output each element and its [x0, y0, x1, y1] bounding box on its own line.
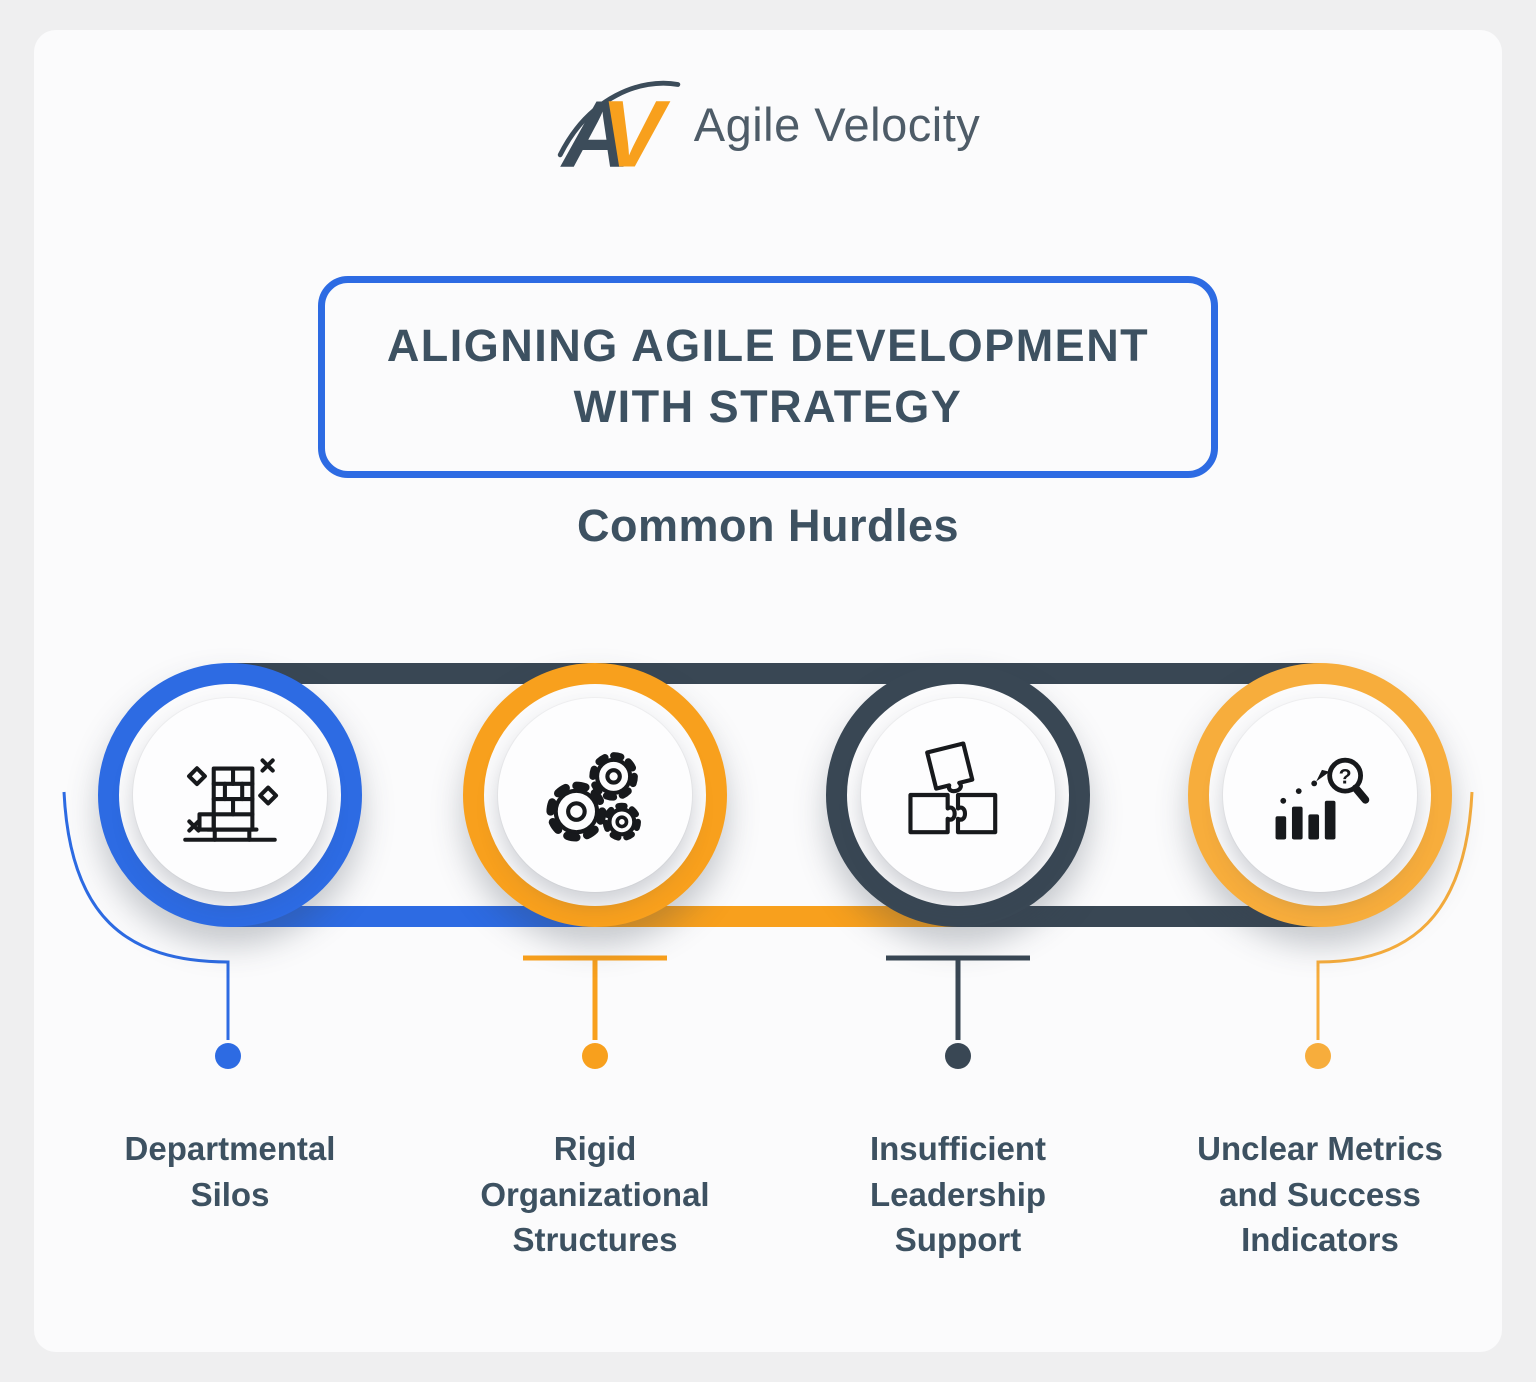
chain-band-bottom-segment-3	[958, 906, 1320, 927]
hurdle-label-departmental-silos: Departmental Silos	[124, 1130, 336, 1213]
chain-band-bottom-segment-1	[230, 906, 595, 927]
hurdle-circle-unclear-metrics: ?	[1188, 663, 1452, 927]
title-box: ALIGNING AGILE DEVELOPMENT WITH STRATEGY	[318, 276, 1218, 478]
page-subtitle: Common Hurdles	[576, 500, 960, 551]
hurdle-inner-circle: ?	[1223, 698, 1417, 892]
logo-letter-v: V	[600, 81, 670, 178]
hurdle-inner-circle	[133, 698, 327, 892]
logo-swoosh	[557, 80, 680, 158]
agile-velocity-logo-icon: A V	[557, 80, 680, 178]
brand-logo: A V Agile Velocity	[0, 66, 1536, 182]
hurdle-label-leadership-support: Insufficient Leadership Support	[869, 1130, 1047, 1259]
brand-name: Agile Velocity	[693, 97, 981, 151]
gears-icon	[546, 752, 641, 842]
hurdle-label-unclear-metrics: Unclear Metrics and Success Indicators	[1197, 1130, 1443, 1259]
puzzle-icon	[908, 741, 998, 835]
svg-text:?: ?	[1339, 764, 1352, 788]
logo-letter-a: A	[560, 81, 630, 178]
hurdle-circle-departmental-silos	[98, 663, 362, 927]
chain-band-top	[230, 663, 1320, 684]
hurdle-inner-circle	[498, 698, 692, 892]
hurdle-circle-rigid-structures	[463, 663, 727, 927]
metrics-icon: ?	[1275, 757, 1370, 840]
hurdle-label-rigid-structures: Rigid Organizational Structures	[480, 1130, 710, 1259]
silos-icon	[183, 758, 279, 842]
chain-band-bottom-segment-2	[595, 906, 958, 927]
page-title: ALIGNING AGILE DEVELOPMENT WITH STRATEGY	[386, 320, 1150, 432]
hurdle-inner-circle	[861, 698, 1055, 892]
hurdle-circle-leadership-support	[826, 663, 1090, 927]
